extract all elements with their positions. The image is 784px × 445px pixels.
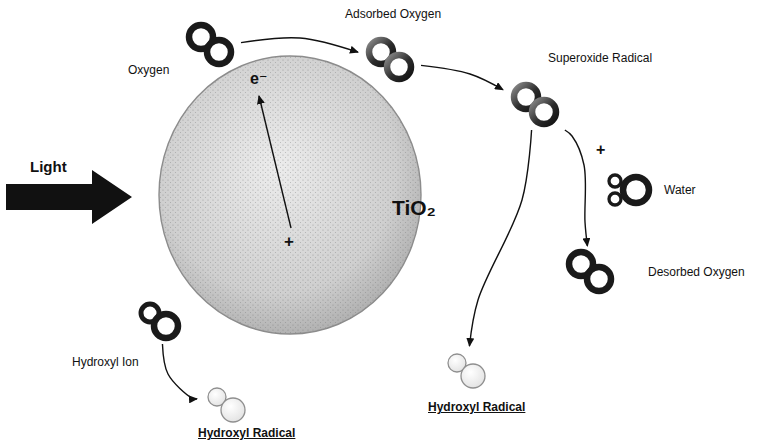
hydroxyl-radical: Hydroxyl Radical	[439, 348, 491, 392]
node-label: Adsorbed Oxygen	[345, 8, 441, 22]
oxygen-molecule: Oxygen	[180, 21, 240, 69]
node-label: Superoxide Radical	[548, 52, 652, 66]
node-outline	[132, 297, 184, 343]
node-label: Oxygen	[128, 64, 169, 78]
node-label: Water	[664, 184, 696, 198]
atom	[587, 267, 611, 291]
reaction-arrow	[162, 344, 197, 399]
node-outline	[560, 248, 620, 296]
superoxide-radical: Superoxide Radical	[505, 81, 565, 129]
hydroxyl-radical: Hydroxyl Radical	[199, 382, 251, 426]
atom	[623, 177, 649, 203]
node-outline	[157, 54, 423, 336]
adsorbed-oxygen: Adsorbed Oxygen	[360, 36, 420, 84]
electron-symbol: e⁻	[250, 70, 267, 88]
atom	[532, 100, 556, 124]
atom	[461, 364, 485, 388]
node-label: Desorbed Oxygen	[648, 266, 745, 280]
reaction-arrow	[241, 38, 358, 52]
light-arrow	[6, 170, 132, 224]
water-molecule: Water	[602, 168, 658, 212]
node-outline	[180, 21, 240, 69]
hydroxyl-ion: Hydroxyl Ion	[132, 297, 184, 343]
node-label: Hydroxyl Ion	[72, 356, 139, 370]
hole-symbol: +	[284, 232, 294, 252]
particle-outline	[159, 56, 421, 334]
atom	[154, 314, 178, 338]
reaction-arrow	[469, 130, 531, 346]
atom	[609, 193, 621, 205]
node-outline	[199, 382, 251, 426]
plus-sign: +	[596, 141, 605, 159]
tio2-particle: TiO₂	[157, 54, 423, 336]
atom	[609, 175, 621, 187]
node-outline	[439, 348, 491, 392]
particle-fill	[159, 56, 421, 334]
node-label: Hydroxyl Radical	[198, 427, 295, 441]
node-outline	[505, 81, 565, 129]
atom	[207, 40, 231, 64]
reaction-arrow	[421, 65, 503, 89]
node-label: Hydroxyl Radical	[428, 401, 525, 415]
node-outline	[602, 168, 658, 212]
node-label: TiO₂	[392, 196, 436, 220]
excitation-arrow	[259, 96, 291, 228]
atom	[387, 55, 411, 79]
light-label: Light	[30, 158, 67, 175]
node-outline	[360, 36, 420, 84]
atom	[221, 398, 245, 422]
reaction-arrow	[565, 130, 588, 246]
desorbed-oxygen: Desorbed Oxygen	[560, 248, 620, 296]
